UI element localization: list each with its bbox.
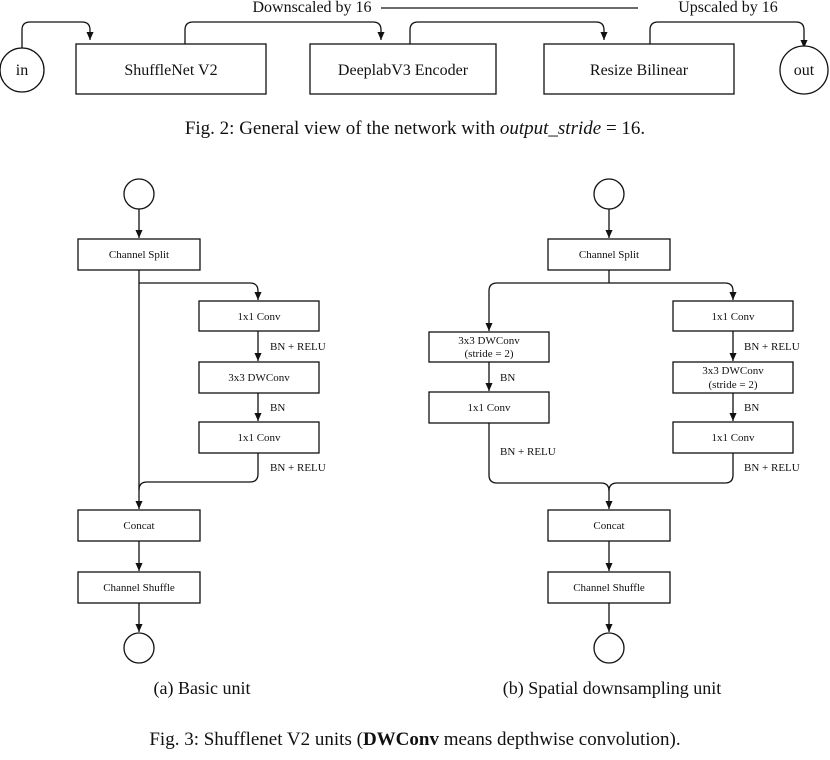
label-upscaled: Upscaled by 16	[678, 0, 778, 16]
a-input-node	[123, 178, 155, 210]
a-concat	[77, 509, 201, 542]
fig3a-basic-unit: Channel Split 1x1 Conv BN + RELU 3x3 DWC…	[77, 178, 326, 699]
a-dwconv-label: 3x3 DWConv	[228, 372, 290, 384]
node-out	[779, 45, 829, 95]
b-output-node	[593, 632, 625, 664]
wire-b-right-to-concat	[608, 453, 734, 492]
node-deeplab-label: DeeplabV3 Encoder	[338, 62, 469, 79]
b-channel-split	[547, 238, 671, 271]
node-shufflenet	[75, 43, 267, 95]
wire-b-split-to-right	[609, 282, 737, 300]
a-conv2	[198, 421, 320, 454]
b-channel-shuffle	[547, 571, 671, 604]
b-input-node	[593, 178, 625, 210]
wire-shufflenet-to-deeplab	[184, 21, 385, 46]
b-channel-split-label: Channel Split	[579, 249, 639, 261]
a-subcaption: (a) Basic unit	[154, 678, 251, 699]
b-left-bn: BN	[500, 372, 515, 384]
a-bn: BN	[270, 402, 285, 414]
a-channel-split	[77, 238, 201, 271]
b-right-bn: BN	[744, 402, 759, 414]
b-left-dwconv-line2: (stride = 2)	[465, 348, 514, 360]
b-right-conv1-label: 1x1 Conv	[711, 311, 755, 323]
b-right-dwconv-line2: (stride = 2)	[709, 379, 758, 391]
fig2-caption: Fig. 2: General view of the network with…	[185, 118, 645, 139]
a-concat-label: Concat	[123, 520, 154, 532]
b-right-dwconv-line1: 3x3 DWConv	[702, 365, 764, 377]
fig2-network-overview: Downscaled by 16 Upscaled by 16 in Shuff…	[0, 0, 829, 139]
a-conv2-label: 1x1 Conv	[237, 432, 281, 444]
a-dwconv	[198, 361, 320, 394]
a-bn-relu-2: BN + RELU	[270, 462, 326, 474]
b-left-dwconv-line1: 3x3 DWConv	[458, 335, 520, 347]
node-in-label: in	[16, 62, 28, 79]
a-conv1-label: 1x1 Conv	[237, 311, 281, 323]
node-shufflenet-label: ShuffleNet V2	[124, 62, 217, 79]
b-left-dwconv	[428, 331, 550, 363]
wire-b-left-to-concat	[488, 423, 613, 509]
wire-resize-to-out	[649, 21, 808, 48]
b-right-bn-relu-2: BN + RELU	[744, 462, 800, 474]
b-left-bn-relu: BN + RELU	[500, 446, 556, 458]
wire-b-split-to-left	[485, 282, 609, 331]
wire-in-to-shufflenet	[21, 21, 94, 48]
fig3-caption-prefix: Fig. 3: Shufflenet V2 units (	[149, 729, 363, 750]
a-output-node	[123, 632, 155, 664]
a-channel-shuffle	[77, 571, 201, 604]
fig3-caption: Fig. 3: Shufflenet V2 units (DWConv mean…	[149, 729, 680, 750]
node-resize-label: Resize Bilinear	[590, 62, 689, 79]
b-right-conv2-label: 1x1 Conv	[711, 432, 755, 444]
b-subcaption: (b) Spatial downsampling unit	[503, 678, 721, 699]
wire-a-split-to-conv	[139, 282, 262, 300]
fig3b-spatial-downsampling-unit: Channel Split 3x3 DWConv (stride = 2) BN…	[428, 178, 800, 699]
a-channel-shuffle-label: Channel Shuffle	[103, 582, 175, 594]
fig3-caption-bold: DWConv	[363, 729, 440, 750]
b-left-conv	[428, 391, 550, 424]
b-concat	[547, 509, 671, 542]
node-in	[0, 47, 45, 93]
b-right-bn-relu-1: BN + RELU	[744, 341, 800, 353]
b-concat-label: Concat	[593, 520, 624, 532]
b-channel-shuffle-label: Channel Shuffle	[573, 582, 645, 594]
fig2-caption-suffix: = 16.	[601, 118, 645, 139]
a-bn-relu-1: BN + RELU	[270, 341, 326, 353]
b-right-dwconv	[672, 361, 794, 394]
fig3-caption-suffix: means depthwise convolution).	[439, 729, 681, 750]
b-right-conv2	[672, 421, 794, 454]
label-downscaled: Downscaled by 16	[252, 0, 371, 16]
a-conv1	[198, 300, 320, 332]
wire-a-conv-to-concat	[138, 453, 259, 491]
node-resize	[543, 43, 735, 95]
b-left-conv-label: 1x1 Conv	[467, 402, 511, 414]
wire-deeplab-to-resize	[409, 21, 608, 46]
node-deeplab	[309, 43, 497, 95]
b-right-conv1	[672, 300, 794, 332]
fig2-caption-prefix: Fig. 2: General view of the network with	[185, 118, 500, 139]
node-out-label: out	[794, 62, 815, 79]
a-channel-split-label: Channel Split	[109, 249, 169, 261]
fig2-caption-math: output_stride	[500, 118, 601, 139]
